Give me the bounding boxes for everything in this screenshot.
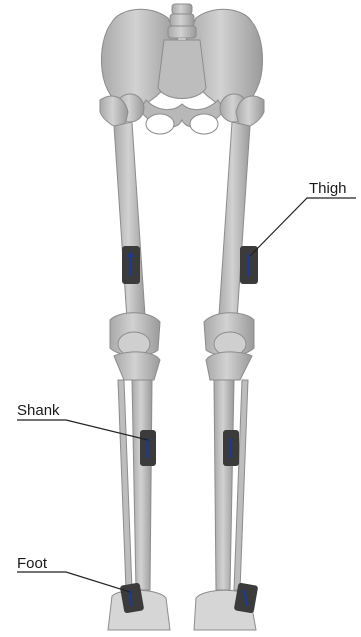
- left-lower-leg: [114, 352, 160, 590]
- thigh-label: Thigh: [309, 181, 347, 196]
- foot-leader-line: [17, 572, 130, 592]
- right-femur: [204, 94, 264, 356]
- right-lower-leg: [206, 352, 252, 590]
- shank-leader-line: [17, 420, 148, 440]
- leader-lines: [17, 198, 356, 592]
- shank-label: Shank: [17, 403, 60, 418]
- foot-label: Foot: [17, 556, 47, 571]
- left-femur: [100, 94, 160, 356]
- thigh-leader-line: [250, 198, 356, 256]
- sensor-shank-left: [140, 430, 156, 466]
- sensor-thigh-left: [122, 246, 140, 284]
- sensor-thigh-right: [240, 246, 258, 284]
- sensor-shank-right: [223, 430, 239, 466]
